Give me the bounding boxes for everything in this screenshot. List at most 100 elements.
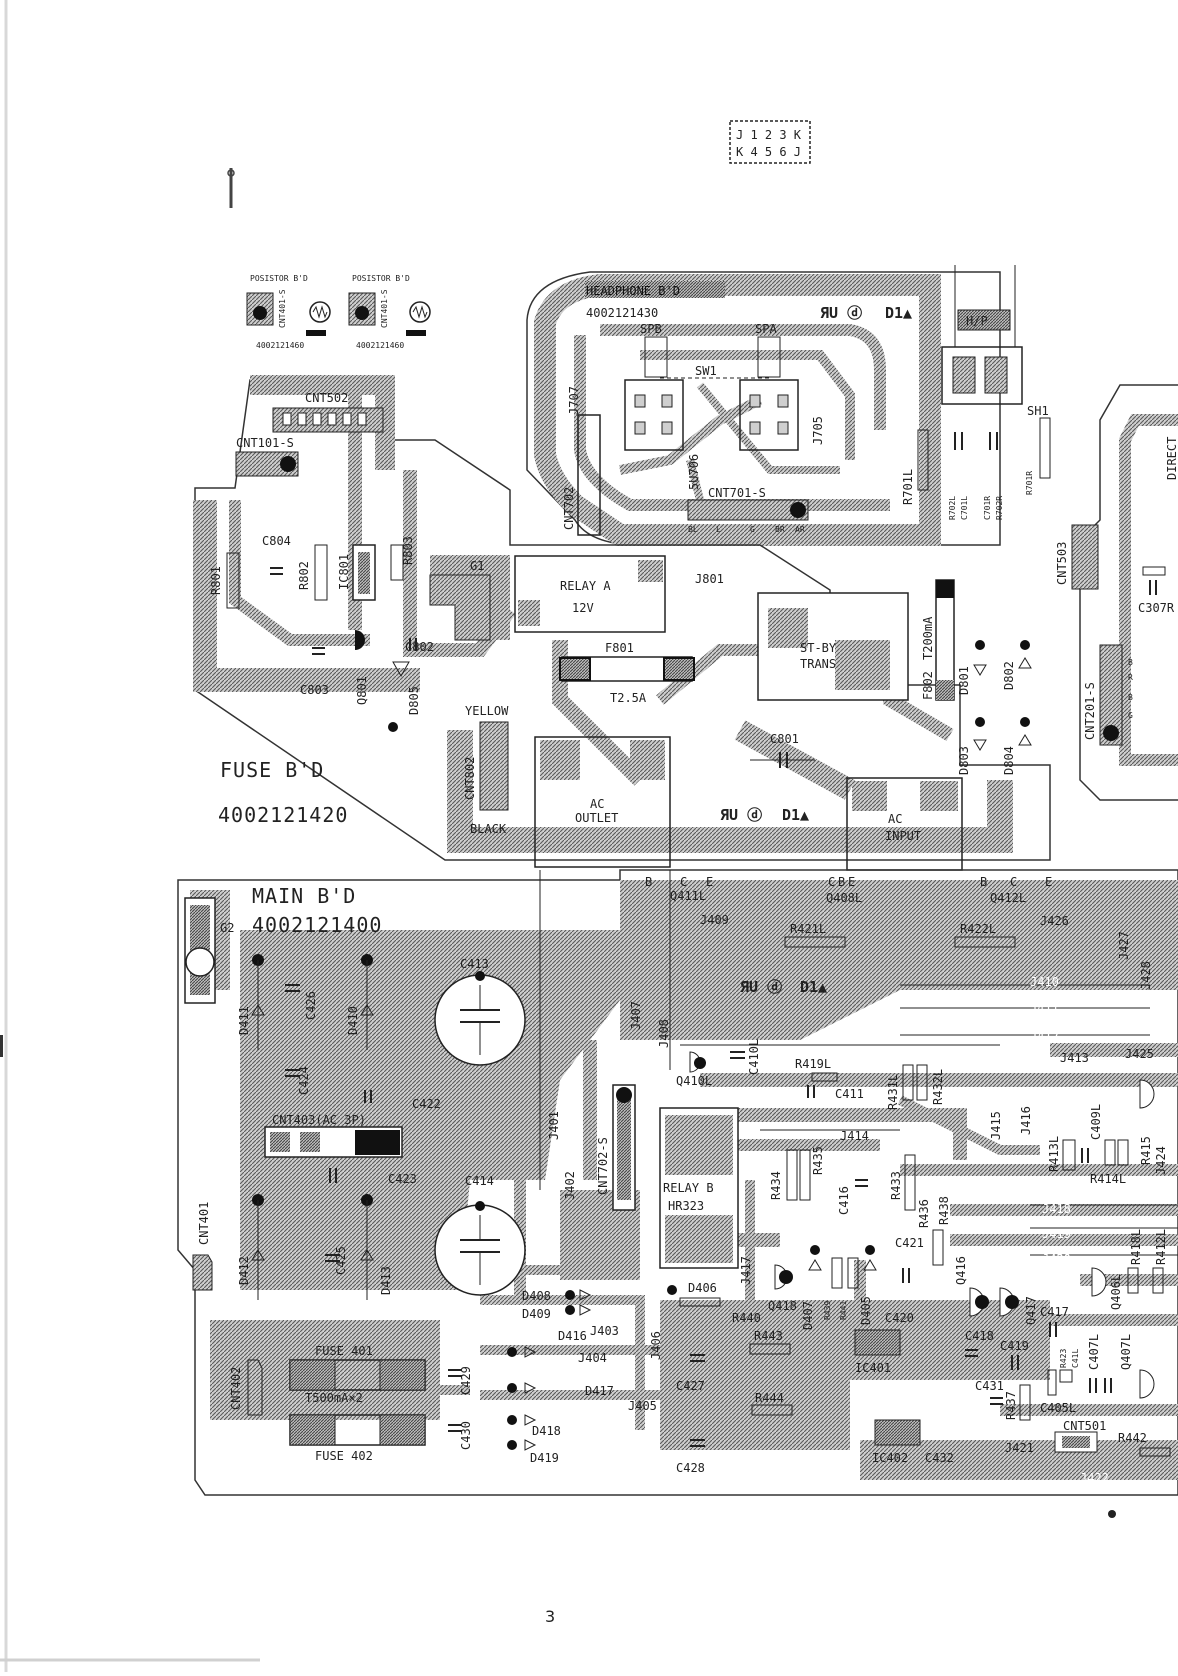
main-label-c418: C418: [965, 1329, 994, 1343]
hp-label-spb: SPB: [640, 322, 662, 336]
posistor-title-2: POSISTOR B'D: [352, 274, 410, 283]
hp-label-spa: SPA: [755, 322, 777, 336]
main-label-j413: J413: [1060, 1051, 1089, 1065]
main-label-j406: J406: [649, 1331, 663, 1360]
main-label-j407: J407: [629, 1001, 643, 1030]
transistor-q412l: B C E Q412L: [980, 875, 1052, 905]
main-label-c424: C424: [297, 1066, 311, 1095]
pin-b-3: B: [980, 875, 987, 889]
ul-mark-3: ЯU ⓓ: [740, 978, 782, 996]
fuse-label-d805: D805: [407, 686, 421, 715]
pin-e-2: E: [848, 875, 855, 889]
pin-e-3: E: [1045, 875, 1052, 889]
main-label-j427: J427: [1117, 931, 1131, 960]
main-label-cnt501: CNT501: [1063, 1419, 1106, 1433]
main-label-q412l: Q412L: [990, 891, 1026, 905]
main-label-d419: D419: [530, 1451, 559, 1465]
hp-label-r701l: R701L: [901, 469, 915, 505]
main-board-name: MAIN B'D: [252, 884, 356, 908]
posistor-connector-2: CNT401-S: [380, 289, 389, 328]
main-label-r412l: R412L: [1154, 1229, 1168, 1265]
hp-label-j707: J707: [567, 386, 581, 415]
main-label-q417: Q417: [1024, 1296, 1038, 1325]
main-label-r435: R435: [811, 1146, 825, 1175]
hp-label-r701r: R701R: [1025, 471, 1034, 495]
fuse-label-12v: 12V: [572, 601, 594, 615]
main-label-c429: C429: [459, 1366, 473, 1395]
main-label-d408: D408: [522, 1289, 551, 1303]
main-label-d411: D411: [237, 1006, 251, 1035]
hp-label-c701l: C701L: [960, 496, 969, 520]
main-label-q406l: Q406L: [1109, 1274, 1123, 1310]
main-label-j412: J412: [1030, 1029, 1059, 1043]
main-label-c420: C420: [885, 1311, 914, 1325]
main-label-j419: J419: [1042, 1227, 1071, 1241]
hp-pin-br: BR: [775, 525, 785, 534]
main-label-d418: D418: [532, 1424, 561, 1438]
hp-label-j705: J705: [811, 416, 825, 445]
main-label-q418: Q418: [768, 1299, 797, 1313]
registration-mark: [227, 168, 235, 208]
right-label-cnt201s: CNT201-S: [1083, 682, 1097, 740]
main-label-cnt403: CNT403(AC 3P): [272, 1113, 366, 1127]
main-label-r413l: R413L: [1047, 1136, 1061, 1172]
main-label-r414l: R414L: [1090, 1172, 1126, 1186]
main-label-r442: R442: [1118, 1431, 1147, 1445]
main-label-q411l: Q411L: [670, 889, 706, 903]
hp-label-r702l: R702L: [948, 496, 957, 520]
right-label-pin-g: G: [1128, 711, 1133, 720]
right-label-pin-r: R: [1128, 673, 1133, 682]
main-label-j405: J405: [628, 1399, 657, 1413]
main-label-r415: R415: [1139, 1136, 1153, 1165]
code-box: J 1 2 3 K K 4 5 6 J: [729, 120, 811, 164]
right-label-direct: DIRECT: [1165, 437, 1178, 480]
main-label-c421: C421: [895, 1236, 924, 1250]
fuse-label-relay-a: RELAY A: [560, 579, 611, 593]
main-label-c409l: C409L: [1089, 1104, 1103, 1140]
fuse-label-r803: R803: [401, 536, 415, 565]
main-label-d407: D407: [801, 1301, 815, 1330]
main-label-r443: R443: [754, 1329, 783, 1343]
safety-mark-3: D1▲: [800, 978, 827, 996]
hp-label-sh1: SH1: [1027, 404, 1049, 418]
main-label-r418l: R418L: [1129, 1229, 1143, 1265]
main-label-j425: J425: [1125, 1047, 1154, 1061]
main-label-c417: C417: [1040, 1305, 1069, 1319]
main-label-j404: J404: [578, 1351, 607, 1365]
pin-b-1: B: [645, 875, 652, 889]
main-label-j428: J428: [1139, 961, 1153, 990]
main-label-j426: J426: [1040, 914, 1069, 928]
main-label-r441: R441: [839, 1301, 848, 1320]
main-label-q410l: Q410L: [676, 1074, 712, 1088]
main-label-c419: C419: [1000, 1339, 1029, 1353]
fuse-label-c804: C804: [262, 534, 291, 548]
main-label-d417: D417: [585, 1384, 614, 1398]
fuse-label-cnt502: CNT502: [305, 391, 348, 405]
code-box-row2: K 4 5 6 J: [736, 145, 801, 159]
main-label-d405: D405: [859, 1296, 873, 1325]
main-label-d406: D406: [688, 1281, 717, 1295]
main-label-cnt402: CNT402: [229, 1367, 243, 1410]
main-label-q408l: Q408L: [826, 891, 862, 905]
headphone-board-name: HEADPHONE B'D: [586, 284, 680, 298]
main-label-r419l: R419L: [795, 1057, 831, 1071]
hp-pin-bl: BL: [688, 525, 698, 534]
fuse-label-d804: D804: [1002, 746, 1016, 775]
fuse-label-g1: G1: [470, 559, 484, 573]
fuse-label-d801: D801: [957, 666, 971, 695]
posistor-part-2: 4002121460: [356, 341, 404, 350]
ul-mark-2: ЯU ⓓ: [720, 806, 762, 824]
main-label-j408: J408: [657, 1019, 671, 1048]
main-label-r434: R434: [769, 1171, 783, 1200]
fuse-board-part: 4002121420: [218, 803, 348, 827]
right-label-pin-b2: B: [1128, 693, 1133, 702]
main-label-j403: J403: [590, 1324, 619, 1338]
main-board: MAIN B'D 4002121400 G2 D411 C426 D410 C4…: [177, 869, 1178, 1496]
main-label-c430: C430: [459, 1421, 473, 1450]
hp-pin-g: G: [750, 525, 755, 534]
fuse-label-c802: C802: [405, 640, 434, 654]
main-label-j421: J421: [1005, 1441, 1034, 1455]
main-label-fuse402: FUSE 402: [315, 1449, 373, 1463]
main-label-r421l: R421L: [790, 922, 826, 936]
